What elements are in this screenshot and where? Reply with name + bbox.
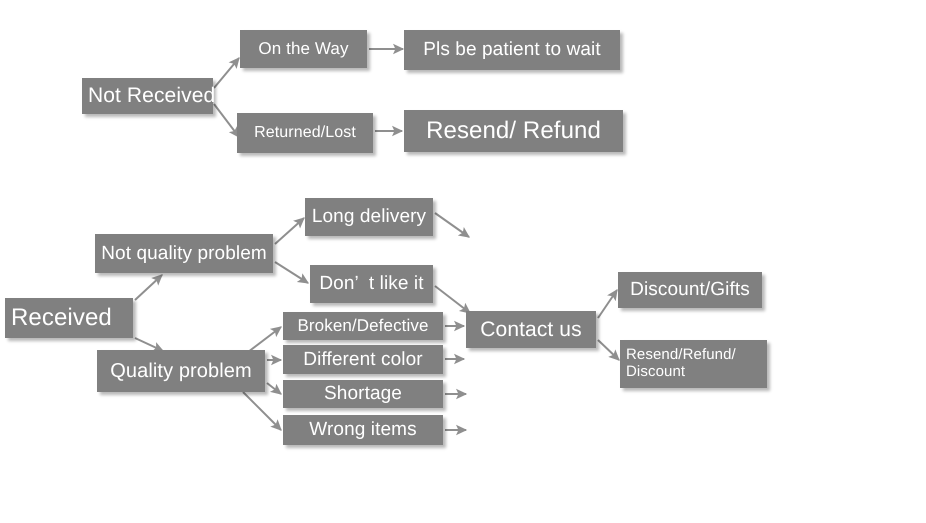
e-contact-discountgifts: [597, 289, 618, 319]
node-quality-problem[interactable]: Quality problem: [97, 350, 265, 392]
node-label: Long delivery: [311, 206, 427, 228]
e-contact-resendrefund: [597, 339, 620, 361]
node-shortage[interactable]: Shortage: [283, 380, 443, 408]
e-notreceived-ontheway: [213, 57, 240, 89]
node-wrong-items[interactable]: Wrong items: [283, 415, 443, 445]
node-label: Different color: [303, 348, 423, 370]
node-received[interactable]: Received: [5, 298, 133, 338]
node-discount-gifts[interactable]: Discount/Gifts: [618, 272, 762, 308]
node-on-the-way[interactable]: On the Way: [240, 30, 367, 68]
node-label: Broken/Defective: [297, 316, 429, 336]
e-notquality-dontlike: [274, 261, 310, 284]
e-dontlike-contact: [434, 285, 471, 314]
node-different-color[interactable]: Different color: [283, 345, 443, 374]
node-label: Discount/Gifts: [630, 279, 750, 301]
e-quality-shortage: [266, 382, 282, 395]
e-quality-wrongitems: [242, 391, 282, 431]
node-not-quality[interactable]: Not quality problem: [95, 234, 273, 273]
node-long-delivery[interactable]: Long delivery: [305, 198, 433, 236]
node-pls-be-patient[interactable]: Pls be patient to wait: [404, 30, 620, 70]
node-dont-like-it[interactable]: Don’ t like it: [310, 265, 433, 303]
node-label: Don’ t like it: [319, 273, 424, 295]
node-label: Quality problem: [110, 359, 252, 382]
e-longdelivery-contact: [434, 212, 470, 238]
node-label: Shortage: [324, 383, 402, 405]
node-contact-us[interactable]: Contact us: [466, 311, 596, 348]
node-resend-refund-discount[interactable]: Resend/Refund/ Discount: [620, 340, 767, 388]
node-not-received[interactable]: Not Received: [82, 78, 216, 114]
node-label: Wrong items: [309, 419, 417, 441]
node-label: Resend/ Refund: [426, 116, 601, 144]
node-label: Not Received: [88, 84, 216, 108]
node-returned-lost[interactable]: Returned/Lost: [237, 113, 373, 153]
node-label: Not quality problem: [101, 242, 267, 264]
e-notreceived-returnedlost: [213, 103, 240, 138]
node-resend-refund[interactable]: Resend/ Refund: [404, 110, 623, 152]
node-broken-defective[interactable]: Broken/Defective: [283, 312, 443, 340]
e-quality-broken: [247, 326, 282, 353]
e-received-notquality: [134, 274, 163, 301]
node-label: Contact us: [480, 317, 582, 341]
node-label: Received: [11, 303, 112, 331]
e-notquality-longdelivery: [274, 217, 305, 245]
node-label: Pls be patient to wait: [423, 39, 601, 61]
node-label: Returned/Lost: [254, 124, 356, 142]
node-label: Resend/Refund/ Discount: [626, 346, 736, 380]
node-label: On the Way: [258, 39, 349, 59]
